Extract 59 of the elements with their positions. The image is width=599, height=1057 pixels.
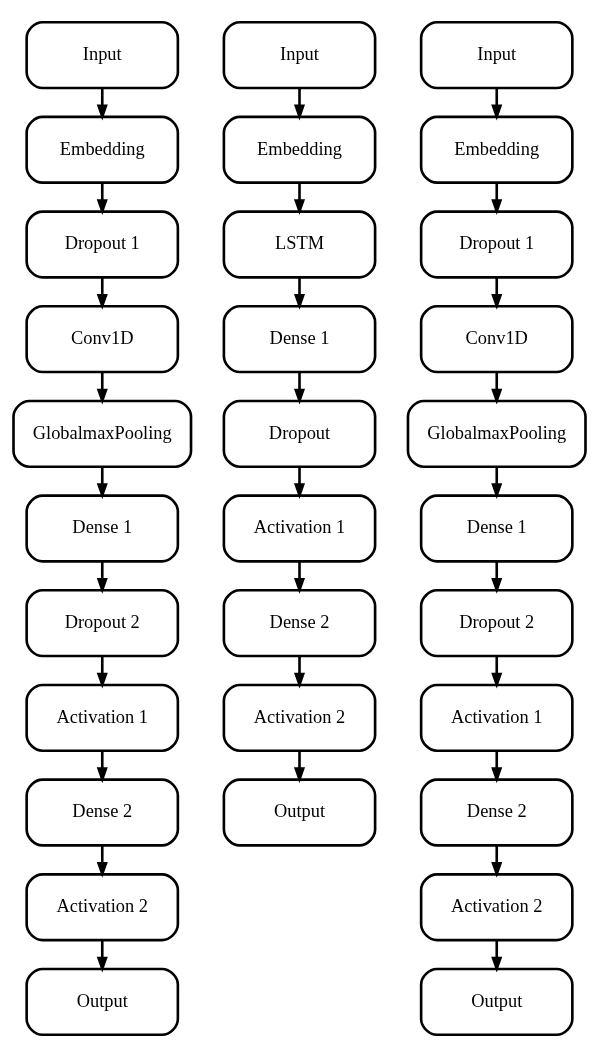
- node-box: Activation 1: [222, 494, 377, 563]
- arrow: [96, 88, 108, 121]
- arrow: [293, 88, 306, 121]
- node-box: Dense 2: [25, 778, 180, 847]
- arrow: [96, 372, 108, 405]
- node-box: GlobalmaxPooling: [12, 399, 193, 468]
- arrow: [96, 845, 108, 878]
- arrow: [96, 750, 108, 784]
- arrow: [293, 372, 306, 405]
- node-box: Dropout 1: [25, 210, 180, 279]
- arrow: [491, 561, 503, 594]
- node-box: Dropout 1: [419, 210, 574, 279]
- arrow: [491, 845, 503, 878]
- node-box: Activation 2: [25, 873, 180, 942]
- node-box: Dense 1: [25, 494, 180, 563]
- node-box: Dense 2: [419, 778, 574, 847]
- arrow: [491, 656, 503, 689]
- node-box: Embedding: [222, 115, 377, 184]
- arrow: [293, 182, 306, 216]
- node-box: LSTM: [222, 210, 377, 279]
- arrow: [293, 656, 306, 689]
- node-box: Dense 1: [419, 494, 574, 563]
- arrow: [491, 88, 503, 121]
- node-box: Activation 2: [222, 683, 377, 753]
- arrow: [96, 466, 108, 500]
- node-box: Embedding: [419, 115, 574, 184]
- node-box: Input: [419, 20, 574, 90]
- node-box: Activation 1: [419, 683, 574, 753]
- node-box: Dropout 2: [25, 589, 180, 658]
- arrow: [491, 277, 503, 310]
- arrow: [491, 182, 503, 216]
- node-box: Output: [419, 967, 574, 1037]
- arrow: [96, 182, 108, 216]
- node-box: Activation 2: [419, 873, 574, 942]
- node-box: Output: [25, 967, 180, 1037]
- node-box: Output: [222, 778, 377, 847]
- arrow: [491, 940, 503, 973]
- arrow: [96, 940, 108, 973]
- arrow: [293, 277, 306, 310]
- arrow: [491, 466, 503, 500]
- node-box: Conv1D: [419, 304, 574, 374]
- node-box: Input: [222, 20, 377, 90]
- arrow: [293, 466, 306, 500]
- node-box: Conv1D: [25, 304, 180, 374]
- node-box: Dense 2: [222, 589, 377, 658]
- node-box: GlobalmaxPooling: [406, 399, 587, 468]
- arrow: [491, 750, 503, 784]
- node-box: Dropout 2: [419, 589, 574, 658]
- node-box: Activation 1: [25, 683, 180, 753]
- node-box: Input: [25, 20, 180, 90]
- arrow: [293, 561, 306, 594]
- node-box: Dropout: [222, 399, 377, 468]
- node-box: Embedding: [25, 115, 180, 184]
- arrow: [96, 277, 108, 310]
- node-box: Dense 1: [222, 304, 377, 374]
- arrow: [96, 656, 108, 689]
- arrow: [96, 561, 108, 594]
- arrow: [491, 372, 503, 405]
- arrow: [293, 750, 306, 784]
